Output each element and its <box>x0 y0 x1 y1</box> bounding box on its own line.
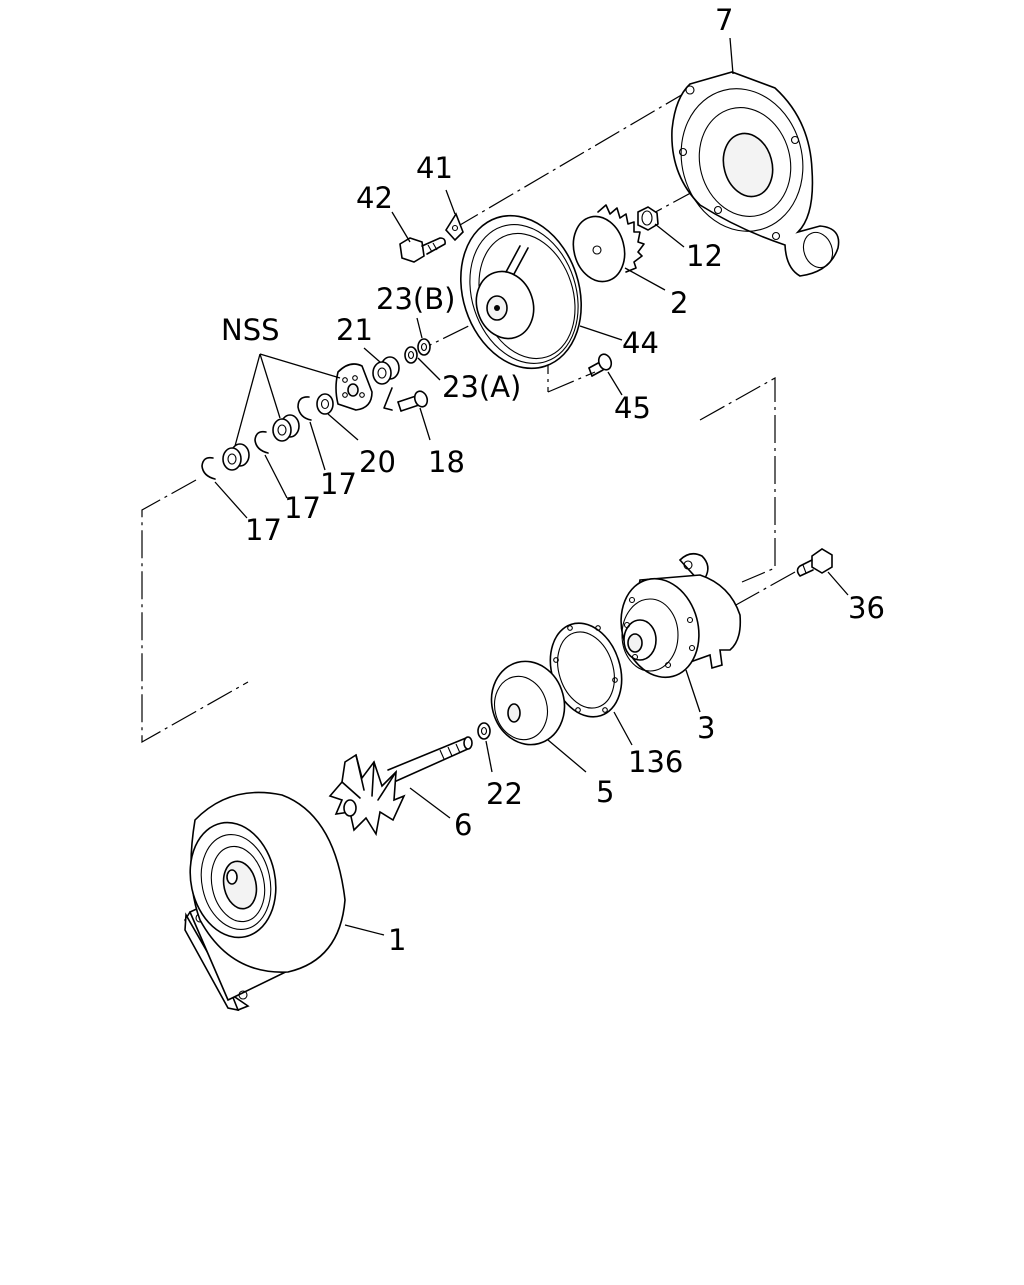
callout-17-b: 17 <box>284 491 321 525</box>
lock-plate-part-41 <box>445 212 464 242</box>
snap-ring-part-17-a <box>297 396 312 421</box>
callout-1: 1 <box>388 923 406 957</box>
turbine-housing-part-1 <box>184 791 346 1012</box>
spacer-part-20 <box>316 393 334 415</box>
callout-20: 20 <box>359 445 396 479</box>
callout-23a: 23(A) <box>442 370 521 404</box>
callout-44: 44 <box>622 326 659 360</box>
journal-bearing-upper <box>272 414 300 442</box>
nut-part-12 <box>637 206 659 231</box>
callout-41: 41 <box>416 151 453 185</box>
turbine-shaft-part-6 <box>387 736 473 783</box>
callout-3: 3 <box>697 711 715 745</box>
callout-36: 36 <box>848 591 885 625</box>
callout-5: 5 <box>596 775 614 809</box>
leader-lines <box>214 37 849 936</box>
compressor-wheel-part-2 <box>572 204 645 283</box>
callout-23b: 23(B) <box>376 282 455 316</box>
bolt-part-36 <box>796 548 833 577</box>
heat-shield-part-5 <box>490 660 566 746</box>
bearing-lip <box>383 387 393 411</box>
callout-17-a: 17 <box>320 467 357 501</box>
turbine-wheel <box>328 753 406 837</box>
journal-bearing-lower <box>222 443 250 471</box>
screw-part-18 <box>397 390 429 412</box>
callout-2: 2 <box>670 286 688 320</box>
center-housing-part-3 <box>620 552 742 679</box>
callout-6: 6 <box>454 808 472 842</box>
compressor-housing-part-7 <box>671 71 840 277</box>
callout-labels: 7 41 42 12 2 23(B) 21 NSS 44 23(A) 45 20… <box>221 3 885 957</box>
callout-17-c: 17 <box>245 513 282 547</box>
washer-part-23a <box>404 346 418 364</box>
thrust-collar-part-21 <box>372 356 400 385</box>
callout-45: 45 <box>614 391 651 425</box>
callout-42: 42 <box>356 181 393 215</box>
callout-nss: NSS <box>221 313 280 347</box>
callout-12: 12 <box>686 239 723 273</box>
washer-part-23b <box>417 338 431 356</box>
callout-21: 21 <box>336 313 373 347</box>
callout-22: 22 <box>486 777 523 811</box>
callout-18: 18 <box>428 445 465 479</box>
snap-ring-part-17-b <box>254 430 269 454</box>
snap-ring-part-17-c <box>201 456 216 480</box>
seal-plate-part-44 <box>460 214 582 370</box>
callout-136: 136 <box>628 745 683 779</box>
gasket-part-136 <box>549 622 623 718</box>
washer-part-22 <box>477 722 491 740</box>
screw-part-45 <box>588 353 613 377</box>
thrust-bearing <box>335 363 373 411</box>
callout-7: 7 <box>715 3 733 37</box>
bolt-part-42 <box>399 237 446 263</box>
